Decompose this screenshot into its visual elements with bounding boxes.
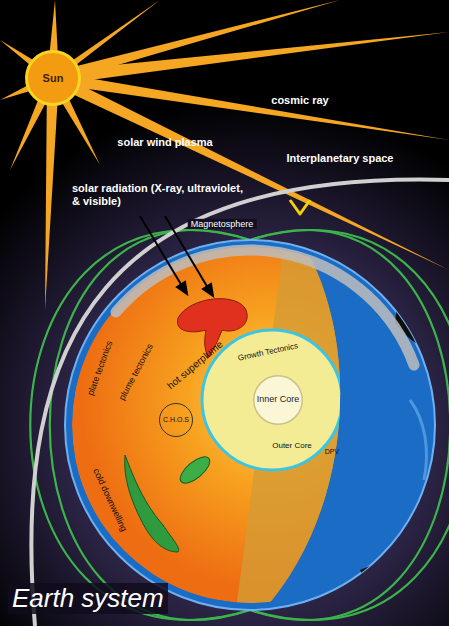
tectonics-label: plate tectonics xyxy=(85,339,114,397)
arrow-head xyxy=(177,282,187,294)
layer-label: DPV xyxy=(325,448,339,456)
radiation-label: solar radiation (X-ray, ultraviolet, & v… xyxy=(72,182,252,207)
sun-ray xyxy=(53,72,449,140)
continent xyxy=(360,530,420,592)
earth-surface xyxy=(360,300,429,592)
cold-downwelling xyxy=(125,455,179,552)
tectonics-label: Growth Tectonics xyxy=(237,341,299,363)
outer-core xyxy=(202,330,342,470)
space-label: solar wind plasma xyxy=(117,136,212,149)
node-text: C.H.O.S xyxy=(163,416,189,424)
ocean-highlight xyxy=(410,400,426,480)
plume-label: hot superplume xyxy=(165,338,225,391)
inner-core: Inner Core xyxy=(253,375,303,425)
space-label: cosmic ray xyxy=(271,94,328,107)
node-circle xyxy=(27,52,80,105)
sun-ray xyxy=(45,78,59,310)
diagram-title: Earth system xyxy=(8,583,168,614)
magnetic-field-lines xyxy=(30,230,449,620)
node-text: Inner Core xyxy=(257,395,300,405)
downwelling-label: cold downwelling xyxy=(91,467,129,533)
node-circle xyxy=(254,376,303,425)
node-text: Sun xyxy=(43,72,64,84)
magnetosphere-label: Magnetosphere xyxy=(188,219,257,229)
sun-ray xyxy=(53,0,340,84)
cloud-band xyxy=(116,250,414,365)
shock-chevron xyxy=(290,200,310,214)
arrow-head xyxy=(203,284,213,296)
tectonics-label: plume tectonics xyxy=(117,342,155,402)
node-circle xyxy=(160,404,193,437)
space-label: Interplanetary space xyxy=(287,152,394,165)
cutaway xyxy=(72,236,449,626)
bow-shock xyxy=(31,180,449,626)
element-circle: C.H.O.S xyxy=(159,403,193,437)
core-label: Outer Core xyxy=(272,441,312,450)
sun-disc: Sun xyxy=(25,50,81,106)
radiation-arrow xyxy=(140,216,182,286)
slab-remnant xyxy=(176,452,214,487)
